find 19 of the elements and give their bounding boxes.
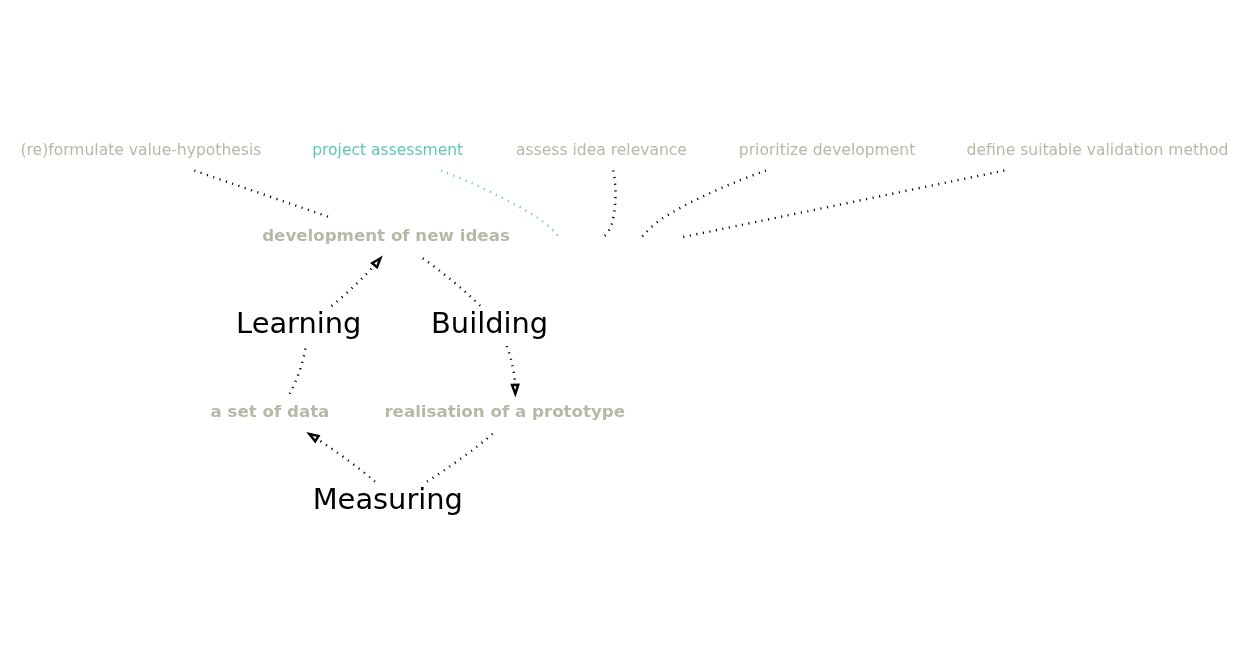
arrow xyxy=(330,255,383,307)
connector xyxy=(640,169,767,238)
node-text: project assessment xyxy=(312,140,464,159)
node-text: a set of data xyxy=(210,401,330,421)
connector xyxy=(440,169,561,238)
node-text: Learning xyxy=(236,306,362,340)
connector xyxy=(426,432,494,483)
connector xyxy=(682,169,1005,239)
arrow xyxy=(306,431,376,483)
node-text: development of new ideas xyxy=(262,226,510,245)
node-text: Building xyxy=(431,306,549,340)
connector xyxy=(422,257,482,307)
node-text: Measuring xyxy=(312,481,463,516)
node-text: define suitable validation method xyxy=(966,140,1229,159)
arrow xyxy=(505,345,520,398)
node-text: assess idea relevance xyxy=(516,140,687,159)
node-text: (re)formulate value-hypothesis xyxy=(20,140,262,159)
node-text: prioritize development xyxy=(738,140,916,159)
node-text: realisation of a prototype xyxy=(384,401,626,421)
